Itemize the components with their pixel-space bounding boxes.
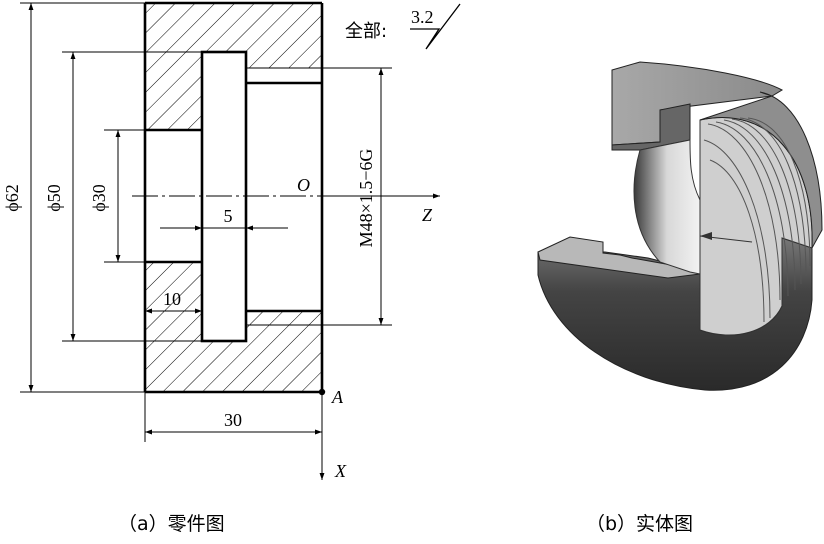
thread-label: M48×1.5−6G [356,149,376,248]
solid-axis-arrow-icon [700,232,712,240]
groove-width-label: 5 [224,206,233,226]
point-a-marker [318,388,326,396]
solid-thread-lines [703,117,811,323]
part-drawing-caption: （a）零件图 [118,513,225,535]
solid-cut-face-lower [537,236,702,279]
solid-cut-face-upper [611,61,784,146]
surface-note-label: 全部: [345,21,387,42]
section-hatching [145,3,322,392]
x-axis-label: X [334,461,347,481]
length-label: 30 [224,410,242,430]
thread-minor-lines [246,67,322,326]
z-axis-label: Z [422,205,433,225]
solid-view-caption: （b）实体图 [586,513,694,535]
solid-view [537,61,823,391]
origin-label: O [297,175,310,195]
solid-cut-strip [611,70,691,151]
roughness-symbol-icon [410,3,461,50]
part-drawing: ϕ62 ϕ50 ϕ30 5 10 30 M48×1.5−6G O Z X A [2,1,461,481]
surface-roughness-value: 3.2 [411,7,434,27]
solid-end-face [699,91,823,249]
bore-diameter-label: ϕ30 [89,184,109,211]
groove-diameter-label: ϕ50 [44,184,64,211]
bore-depth-label: 10 [163,289,181,309]
solid-inner-bore [633,139,701,275]
outer-diameter-label: ϕ62 [2,184,22,211]
point-a-label: A [331,387,344,407]
